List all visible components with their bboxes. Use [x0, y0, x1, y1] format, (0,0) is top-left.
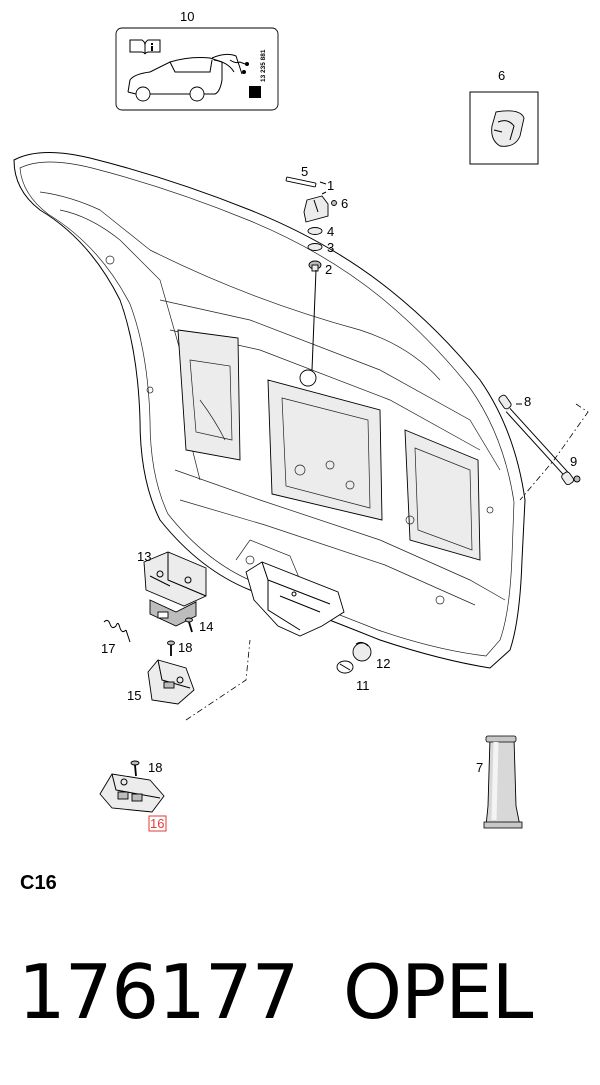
washer-11-part	[336, 660, 354, 674]
callout-5: 5	[301, 164, 308, 179]
callout-10: 10	[180, 9, 194, 24]
hinge-pin-part	[285, 176, 317, 188]
spring-17-part	[103, 619, 131, 643]
footer: 176177 OPEL	[18, 948, 588, 1048]
callout-12: 12	[376, 656, 390, 671]
callout-9: 9	[570, 454, 577, 469]
brand-name: OPEL	[343, 948, 533, 1036]
callout-1: 1	[327, 178, 334, 193]
bolt-14-part	[185, 617, 193, 633]
callout-18-upper: 18	[178, 640, 192, 655]
grease-tube-part	[483, 735, 523, 829]
label-sticker: 13 235 881	[115, 27, 279, 111]
callout-16-highlight-box	[148, 815, 167, 832]
section-code: C16	[20, 872, 57, 894]
callout-3: 3	[327, 240, 334, 255]
callout-8: 8	[524, 394, 531, 409]
hinge-part	[303, 195, 329, 223]
callout-15: 15	[127, 688, 141, 703]
leader-hinge-axis	[311, 269, 317, 371]
clip-6-part	[331, 200, 337, 206]
washer-3-part	[307, 243, 323, 251]
gas-strut-part	[498, 394, 574, 486]
exploded-parts-diagram: 13 235 881 10 6	[13, 9, 589, 832]
callout-16: 16	[150, 816, 164, 831]
lock-actuator-part	[143, 551, 207, 627]
bump-stop-12-part	[352, 641, 372, 662]
screw-18-lower-part	[130, 760, 140, 777]
washer-4-part	[307, 227, 323, 235]
part-number: 176177	[18, 948, 299, 1036]
ball-stud-part	[573, 475, 581, 483]
leader-latch	[185, 639, 251, 721]
bump-stop-part	[491, 110, 525, 147]
leader-strut	[519, 403, 589, 501]
nut-2-part	[308, 260, 322, 272]
callout-18-lower: 18	[148, 760, 162, 775]
callout-4: 4	[327, 224, 334, 239]
callout-7: 7	[476, 760, 483, 775]
latch-15-part	[147, 659, 195, 705]
callout-17: 17	[101, 641, 115, 656]
car-silhouette-icon	[127, 53, 243, 102]
label-sticker-code: 13 235 881	[260, 49, 267, 82]
callout-14: 14	[199, 619, 213, 634]
callout-6: 6	[341, 196, 348, 211]
screw-18-upper-part	[167, 640, 175, 656]
cable-plug-icon	[229, 59, 249, 74]
manual-book-icon	[129, 39, 161, 55]
callout-6-inset: 6	[498, 68, 505, 83]
latch-16-part	[99, 773, 165, 813]
callout-2: 2	[325, 262, 332, 277]
latch-bracket-part	[245, 561, 345, 637]
callout-13: 13	[137, 549, 151, 564]
callout-11: 11	[356, 678, 370, 693]
gm-logo-icon	[249, 86, 261, 98]
inset-box-6	[469, 91, 539, 165]
tailgate-panel	[13, 151, 526, 669]
